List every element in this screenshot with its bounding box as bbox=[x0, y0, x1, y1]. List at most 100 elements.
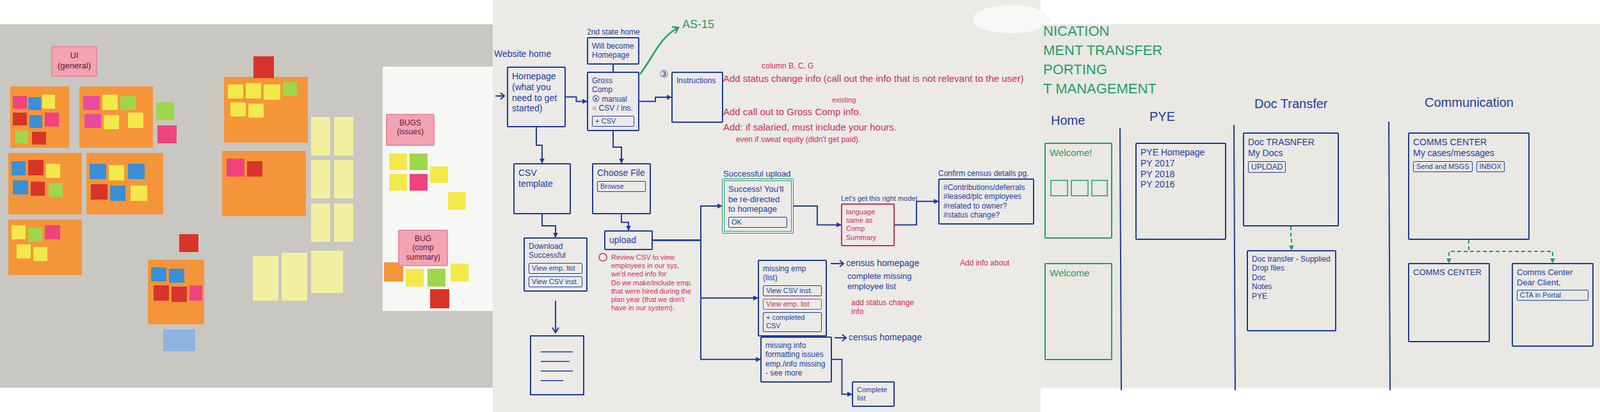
node-text: My cases/messages bbox=[1413, 147, 1525, 159]
note-label: Add info about bbox=[960, 258, 1010, 268]
node-text: Instructions bbox=[676, 76, 719, 86]
node-text: View emp. list bbox=[531, 264, 580, 273]
sticky-note bbox=[334, 117, 354, 156]
button: + CSV bbox=[592, 115, 635, 127]
label-group: Home bbox=[1050, 112, 1085, 128]
connector bbox=[542, 214, 556, 238]
node-text: CTA in Portal bbox=[1520, 291, 1586, 300]
note-label: ③ bbox=[659, 67, 669, 80]
process-box: 2nd state homeWill become Homepage bbox=[586, 37, 640, 65]
button: View CSV inst. bbox=[762, 285, 822, 297]
process-box: Successful uploadSuccess! You'll be re-d… bbox=[721, 178, 794, 234]
sticky-note bbox=[448, 192, 466, 210]
sticky-note bbox=[15, 130, 29, 144]
node-text: #related to owner? bbox=[943, 201, 1030, 211]
button: CTA in Portal bbox=[1516, 289, 1589, 301]
note-label: Add call out to Gross Comp info. bbox=[723, 106, 862, 118]
note-label: census homepage bbox=[848, 332, 922, 344]
sticky-note bbox=[282, 81, 297, 96]
node-text: ⦿ manual bbox=[592, 94, 635, 104]
node-text: - see more bbox=[765, 368, 827, 378]
sticky-group bbox=[222, 151, 306, 217]
button: View emp. list bbox=[528, 263, 583, 274]
note-label: Doc Transfer bbox=[1254, 96, 1328, 112]
sticky-note: BUG (comp summary) bbox=[398, 229, 448, 267]
process-box: CSV template bbox=[513, 163, 571, 215]
node-text: Comms Center bbox=[1516, 267, 1589, 278]
label-group: even if sweat equity (didn't get paid). bbox=[736, 135, 861, 144]
node-text: BUG (comp summary) bbox=[403, 234, 443, 262]
sticky-note bbox=[334, 203, 354, 242]
process-box: Choose FileBrowse bbox=[592, 163, 651, 215]
node-text: Doc transfer - Supplied bbox=[1251, 254, 1332, 264]
sticky-note bbox=[311, 117, 331, 156]
node-text: formatting issues bbox=[765, 350, 827, 360]
wireframe: Doc TRASNFERMy DocsUPLOAD bbox=[1242, 132, 1339, 227]
sticky-note bbox=[12, 180, 29, 195]
sticky-note bbox=[153, 285, 169, 301]
sticky-note bbox=[46, 163, 61, 178]
sticky-note bbox=[12, 96, 27, 109]
note-label: Review CSV to view employees in our sys,… bbox=[611, 253, 695, 280]
process-box: Let's get this right modellanguage same … bbox=[840, 203, 895, 247]
node-text: COMMS CENTER bbox=[1413, 267, 1485, 278]
sticky-note bbox=[252, 256, 279, 301]
connector bbox=[612, 64, 614, 72]
process-box: missing emp (list)View CSV inst.View emp… bbox=[757, 259, 827, 337]
sticky-note bbox=[163, 329, 196, 352]
label-group: existing bbox=[832, 96, 856, 105]
leader-arrow bbox=[830, 260, 844, 267]
sticky-note bbox=[11, 161, 26, 176]
node-text: Send and MSGS bbox=[1416, 162, 1470, 171]
sticky-note bbox=[311, 250, 344, 294]
wireframe-tile bbox=[1071, 180, 1088, 196]
note-label: census homepage bbox=[846, 257, 920, 269]
wireframe: COMMS CENTERMy cases/messagesSend and MS… bbox=[1408, 132, 1530, 240]
wireframe: Comms CenterDear Client,CTA in Portal bbox=[1511, 263, 1594, 347]
node-text: My Docs bbox=[1248, 147, 1334, 159]
note-label: add status change info bbox=[851, 298, 922, 317]
node-text: PYE bbox=[1251, 291, 1332, 301]
sticky-note bbox=[311, 203, 331, 242]
label-group: PYE bbox=[1149, 108, 1176, 125]
sticky-note bbox=[28, 160, 44, 176]
sticky-note bbox=[33, 247, 48, 262]
note-label: PYE bbox=[1149, 108, 1176, 125]
label-group: add status change info bbox=[851, 298, 922, 317]
node-text: Choose File bbox=[597, 167, 646, 179]
note-label: existing bbox=[832, 96, 856, 105]
label-group: census homepage bbox=[846, 257, 920, 269]
sticky-note bbox=[29, 115, 43, 128]
node-text: #status change? bbox=[943, 210, 1030, 220]
glare bbox=[972, 5, 1050, 34]
sticky-note bbox=[168, 268, 185, 283]
connector bbox=[565, 97, 587, 102]
wireframe: Welcome bbox=[1044, 263, 1113, 361]
process-box: missing infoformatting issuesemp./info m… bbox=[760, 336, 832, 383]
label-group: Communication bbox=[1424, 94, 1514, 111]
wireframe: COMMS CENTER bbox=[1408, 263, 1490, 343]
node-text: UPLOAD bbox=[1251, 162, 1283, 172]
sticky-note: UI (general) bbox=[51, 46, 98, 77]
button: INBOX bbox=[1476, 161, 1505, 173]
label-group: column B, C, G bbox=[761, 61, 814, 71]
note-label: Communication bbox=[1424, 94, 1514, 111]
node-text: OK bbox=[731, 218, 784, 227]
sticky-note bbox=[405, 268, 424, 287]
sticky-note bbox=[42, 94, 56, 109]
note-label: even if sweat equity (didn't get paid). bbox=[736, 135, 861, 144]
connector bbox=[1448, 240, 1469, 264]
node-text: BUGS (issues) bbox=[391, 118, 430, 137]
button: View emp. list bbox=[762, 298, 822, 310]
wireframe: Doc transfer - SuppliedDrop filesDocNote… bbox=[1246, 250, 1337, 332]
sticky-note bbox=[157, 125, 177, 144]
lightbulb-icon bbox=[599, 253, 607, 262]
sticky-note bbox=[30, 181, 45, 196]
button: Browse bbox=[597, 181, 646, 192]
sticky-note bbox=[108, 165, 125, 181]
node-text: PY 2018 bbox=[1140, 168, 1222, 180]
label-group: AS-15 bbox=[682, 17, 715, 32]
sticky-note bbox=[12, 112, 27, 126]
node-heading: Confirm census details pg. bbox=[938, 168, 1035, 178]
sticky-note bbox=[226, 158, 245, 177]
